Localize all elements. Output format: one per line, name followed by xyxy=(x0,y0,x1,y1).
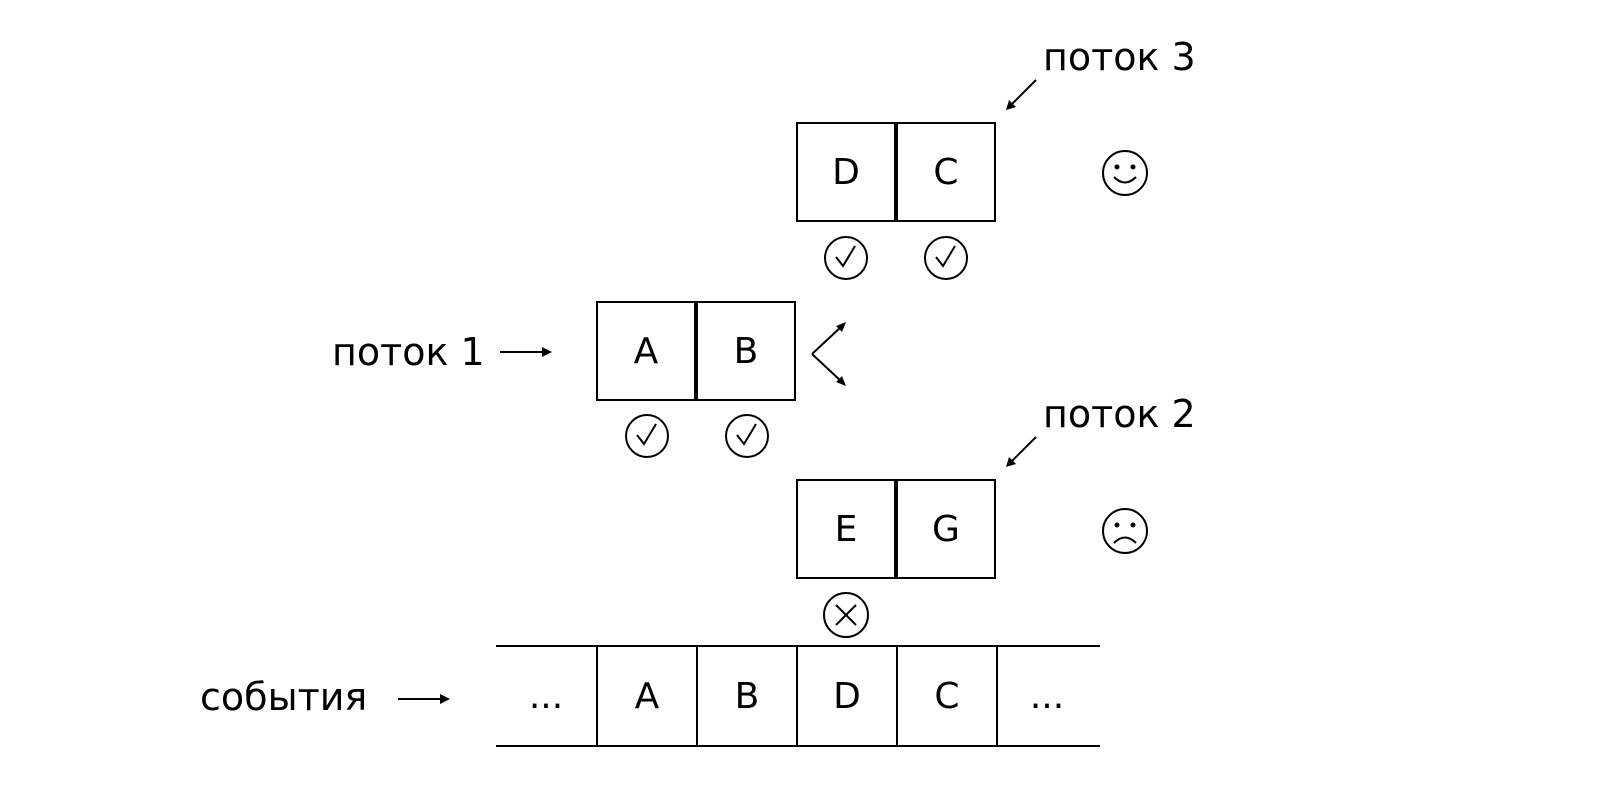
stream1-label: поток 1 xyxy=(332,330,485,374)
smiley-face-icon xyxy=(1102,150,1148,196)
event-cell: D xyxy=(796,647,896,745)
branch-arrows-icon xyxy=(811,322,846,386)
stream3-cell-1: D xyxy=(796,122,896,222)
events-label: события xyxy=(200,675,368,719)
event-cell: ... xyxy=(996,647,1096,745)
check-icon xyxy=(824,236,868,280)
cross-icon xyxy=(823,592,869,638)
arrow-icon xyxy=(500,347,552,357)
stream2-cell-1: E xyxy=(796,479,896,579)
event-strip-top-line xyxy=(496,645,1100,647)
stream2-cell-2: G xyxy=(896,479,996,579)
arrow-icon xyxy=(1006,79,1037,110)
event-cell: A xyxy=(596,647,696,745)
stream3-cell-2: C xyxy=(896,122,996,222)
event-strip-bottom-line xyxy=(496,745,1100,747)
arrow-icon xyxy=(1006,436,1037,467)
event-cell: C xyxy=(896,647,996,745)
event-cell: B xyxy=(696,647,796,745)
stream3-label: поток 3 xyxy=(1043,35,1196,79)
check-icon xyxy=(625,414,669,458)
stream1-cell-1: A xyxy=(596,301,696,401)
check-icon xyxy=(725,414,769,458)
stream2-label: поток 2 xyxy=(1043,392,1196,436)
check-icon xyxy=(924,236,968,280)
arrow-icon xyxy=(398,694,450,704)
sad-face-icon xyxy=(1102,508,1148,554)
event-cell: ... xyxy=(528,675,564,717)
stream1-cell-2: B xyxy=(696,301,796,401)
